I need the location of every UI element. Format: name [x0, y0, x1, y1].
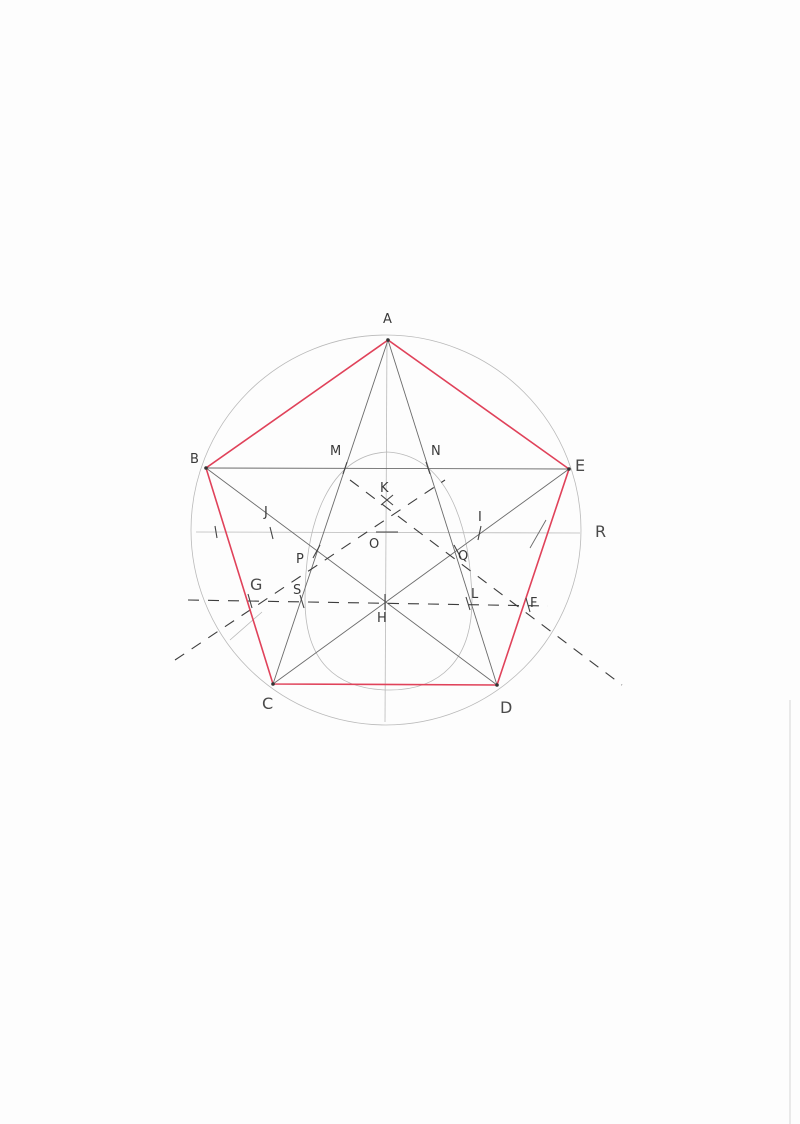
label-o: O — [369, 537, 379, 552]
diagonal-C-E — [272, 468, 570, 685]
dashed-line-lower-left — [174, 479, 446, 661]
tick-mark — [380, 494, 394, 506]
label-s: S — [293, 583, 301, 598]
tick-mark — [425, 461, 431, 475]
label-f: F — [530, 596, 537, 611]
dashed-line-G-F — [187, 599, 549, 607]
tick-mark — [312, 544, 321, 559]
label-m: M — [330, 444, 341, 459]
tick-mark — [477, 525, 482, 541]
label-p: P — [296, 552, 304, 567]
label-n: N — [431, 444, 441, 459]
dashed-line-lower-right — [349, 479, 623, 686]
label-j: J — [263, 505, 268, 520]
tick-mark — [453, 544, 462, 559]
label-r: R — [595, 522, 606, 541]
vertex-dot-a — [386, 338, 390, 342]
vertex-dot-d — [495, 683, 499, 687]
label-q: Q — [458, 549, 468, 564]
label-l: L — [471, 587, 479, 602]
mark-near-g — [229, 611, 263, 641]
tick-mark — [342, 461, 348, 475]
label-i: I — [478, 510, 482, 525]
circumscribed-circle — [190, 334, 582, 726]
tick-mark — [247, 593, 253, 609]
vertical-axis — [384, 337, 388, 723]
tick-mark — [465, 596, 471, 611]
tick-mark — [214, 525, 218, 539]
label-e: E — [575, 456, 585, 475]
diagonal-A-C — [272, 339, 389, 685]
label-b: B — [190, 452, 199, 467]
diagonal-B-D — [205, 467, 498, 686]
tick-mark — [525, 597, 531, 613]
tick-mark — [299, 594, 305, 609]
label-c: C — [262, 694, 273, 713]
tick-mark — [269, 526, 274, 540]
label-a: A — [383, 312, 392, 327]
label-g: G — [250, 575, 262, 594]
label-h: H — [377, 611, 387, 626]
vertex-dot-b — [204, 466, 208, 470]
vertex-dot-e — [567, 467, 571, 471]
diagonal-B-E — [205, 467, 570, 470]
pentagon-outline — [205, 339, 570, 686]
label-d: D — [500, 698, 512, 717]
label-k: K — [380, 481, 389, 496]
diagonal-A-D — [387, 339, 498, 686]
mark-near-r — [529, 519, 547, 549]
vertex-dot-c — [271, 682, 275, 686]
